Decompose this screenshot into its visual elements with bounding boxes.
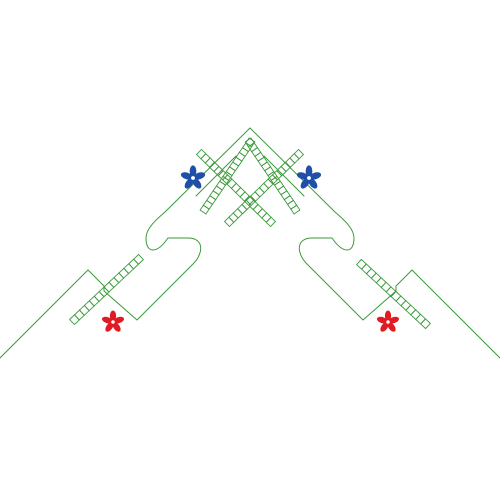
ladder-lower-right-cell (400, 299, 412, 311)
ladder-lower-right-cell (380, 281, 392, 293)
ladder-lower-right-cell (365, 267, 377, 279)
ladder-apex-right-down-cell (258, 182, 270, 194)
blue-flower-right-petal (296, 172, 309, 180)
ladder-apex-right-down-cell (284, 157, 296, 168)
ladder-apex-left-down-cell (195, 148, 207, 160)
ladder-lower-left-cell (118, 267, 130, 279)
blue-flower-right-center (307, 176, 311, 180)
ladder-apex-left-down-cell (261, 212, 272, 223)
red-flower-right-petal (376, 316, 388, 324)
ladder-lower-left-cell (133, 253, 145, 265)
ladder-lower-left-cell (108, 277, 120, 289)
ladder-lower-left-cell (93, 290, 105, 302)
ladder-lower-left-cell (78, 304, 90, 316)
ladder-apex-right-down-cell (254, 186, 265, 198)
blue-flower-right-petal (308, 178, 318, 189)
blue-flower-left-petal (189, 165, 197, 178)
ladder-lower-left-cell (128, 258, 140, 270)
blue-flower-left-petal (180, 172, 193, 180)
ladder-apex-right-up-cell (244, 137, 255, 148)
ladder-lower-left-cell (68, 314, 80, 326)
ladder-apex-left-down-cell (200, 153, 211, 164)
ladder-lower-right-cell (360, 263, 372, 275)
ladder-lower-left-cell (123, 263, 135, 275)
ladder-lower-right-cell (415, 313, 427, 325)
red-flower-left-center (111, 320, 115, 324)
ladder-apex-left-down-cell (256, 208, 268, 219)
ladder-apex-left-down-cell (235, 186, 246, 198)
right-outline (249, 127, 500, 359)
blue-flower-left-center (191, 176, 195, 180)
red-flower-left-petal (112, 322, 121, 332)
ladder-apex-left-up (199, 137, 256, 215)
red-flower-right (376, 310, 400, 332)
red-flower-right-center (386, 320, 390, 324)
red-flower-right-petal (384, 310, 392, 322)
ladder-lower-right-cell (410, 309, 422, 321)
ladder-lower-left (68, 253, 145, 326)
ladder-lower-left-cell (103, 281, 115, 293)
ladder-apex-right-down-cell (289, 153, 300, 164)
ladder-apex-right-down-cell (228, 212, 239, 223)
ladder-apex-right-down-cell (293, 148, 305, 160)
red-flower-left-petal (101, 316, 113, 324)
ladder-apex-right-down-cell (250, 191, 261, 202)
red-flower-right-petal (387, 322, 396, 332)
apex-inner-left (195, 155, 237, 197)
ladder-lower-right-cell (405, 304, 417, 316)
blue-flower-left (180, 165, 206, 189)
blue-flower-right-petal (300, 178, 310, 189)
red-flower-left-petal (105, 322, 114, 332)
ladder-apex-right-down (223, 148, 305, 228)
apex-inner-right (263, 155, 305, 197)
ladder-lower-right-cell (355, 258, 367, 270)
blue-flower-right-petal (309, 172, 322, 180)
ladder-lower-right-cell (420, 318, 432, 330)
ladder-lower-left-cell (73, 309, 85, 321)
ladder-apex-right-down-cell (232, 208, 244, 219)
ladder-apex-left-down-cell (230, 182, 242, 194)
ladder-apex-left-down-cell (213, 165, 224, 177)
flower-group (101, 165, 400, 332)
ladder-lower-right-cell (375, 277, 387, 289)
left-outline (0, 127, 251, 359)
ladder-apex-left-down-cell (248, 199, 259, 211)
red-flower-left-petal (113, 316, 125, 324)
ladder-apex-left-down-cell (265, 216, 277, 228)
ladder-apex-left-down-cell (204, 157, 216, 168)
blue-flower-right-petal (305, 165, 313, 178)
ladder-apex-right-down-cell (241, 199, 252, 211)
blue-flower-left-petal (193, 172, 206, 180)
ladder-lower-right-cell (395, 295, 407, 307)
ladder-apex-right-up (244, 137, 301, 215)
blue-flower-right (296, 165, 322, 189)
ladder-apex-left-down-cell (252, 203, 264, 215)
ladder-lower-left-cell (88, 295, 100, 307)
ladder-group (68, 137, 432, 330)
red-flower-right-petal (380, 322, 389, 332)
ladder-lower-right-cell (390, 290, 402, 302)
ladder-apex-right-down-cell (236, 203, 248, 215)
ladder-lower-right (355, 258, 432, 330)
ladder-lower-left-cell (83, 300, 95, 312)
ladder-apex-left-down-cell (239, 191, 250, 202)
ladder-apex-left-down (195, 148, 277, 228)
ladder-apex-right-down-cell (276, 165, 287, 177)
red-flower-right-petal (388, 316, 400, 324)
ladder-lower-right-cell (370, 272, 382, 284)
blue-flower-left-petal (184, 178, 194, 189)
ladder-apex-right-down-cell (223, 216, 235, 228)
blue-flower-left-petal (192, 178, 202, 189)
red-flower-left-petal (109, 310, 117, 322)
red-flower-left (101, 310, 125, 332)
ladder-lower-left-cell (113, 272, 125, 284)
